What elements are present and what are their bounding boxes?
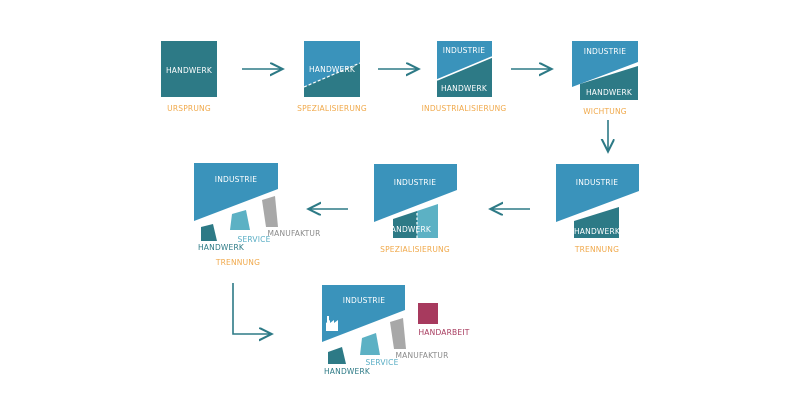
manufaktur-label: MANUFAKTUR <box>267 229 320 238</box>
stage-ursprung: HANDWERK URSPRUNG <box>161 41 217 113</box>
handwerk-label: HANDWERK <box>586 88 633 97</box>
flow-arrow-elbow <box>232 283 270 334</box>
stage-final: INDUSTRIE HANDWERK SERVICE MANUFAKTUR HA… <box>322 285 470 376</box>
handwerk-label: HANDWERK <box>385 225 432 234</box>
handwerk-label: HANDWERK <box>441 84 488 93</box>
stage-caption: URSPRUNG <box>167 104 211 113</box>
service-label: SERVICE <box>237 235 270 244</box>
handarbeit-block <box>418 303 438 324</box>
handwerk-segment <box>328 347 346 364</box>
stage-trennung-split: INDUSTRIE HANDWERK TRENNUNG <box>556 164 639 254</box>
industrie-label: INDUSTRIE <box>394 178 436 187</box>
stage-wichtung: INDUSTRIE HANDWERK WICHTUNG <box>572 41 638 116</box>
handwerk-segment <box>201 224 217 241</box>
manufaktur-segment <box>262 196 278 227</box>
stage-spezialisierung-2: INDUSTRIE HANDWERK SPEZIALISIERUNG <box>374 164 457 254</box>
service-segment <box>360 333 380 355</box>
handwerk-label: HANDWERK <box>324 367 371 376</box>
handwerk-label: HANDWERK <box>574 227 621 236</box>
industrie-segment <box>322 285 405 342</box>
stage-caption: TRENNUNG <box>215 258 260 267</box>
service-label: SERVICE <box>365 358 398 367</box>
industrie-segment <box>572 41 638 87</box>
industrie-label: INDUSTRIE <box>576 178 618 187</box>
handwerk-segment <box>574 207 619 238</box>
factory-icon <box>326 316 338 331</box>
stage-caption: SPEZIALISIERUNG <box>380 245 450 254</box>
handwerk-segment <box>580 66 638 100</box>
handwerk-part-a <box>393 211 417 238</box>
industrie-segment <box>437 41 492 80</box>
dashed-divider <box>303 62 361 88</box>
stage-trennung-three: INDUSTRIE HANDWERK SERVICE MANUFAKTUR TR… <box>194 163 320 267</box>
industrie-segment <box>194 163 278 221</box>
handwerk-label: HANDWERK <box>166 66 213 75</box>
stage-caption: TRENNUNG <box>574 245 619 254</box>
handwerk-label: HANDWERK <box>198 243 245 252</box>
stage-caption: WICHTUNG <box>583 107 627 116</box>
industrie-label: INDUSTRIE <box>343 296 385 305</box>
handwerk-label: HANDWERK <box>309 65 356 74</box>
stage-caption: SPEZIALISIERUNG <box>297 104 367 113</box>
handwerk-segment <box>437 57 492 97</box>
industrie-label: INDUSTRIE <box>215 175 257 184</box>
lower-segment <box>304 63 360 97</box>
handarbeit-label: HANDARBEIT <box>418 328 469 337</box>
handwerk-block <box>161 41 217 97</box>
stage-caption: INDUSTRIALISIERUNG <box>422 104 507 113</box>
service-segment <box>230 210 250 230</box>
industrie-label: INDUSTRIE <box>443 46 485 55</box>
stage-spezialisierung: HANDWERK SPEZIALISIERUNG <box>297 41 367 113</box>
manufaktur-segment <box>390 318 406 349</box>
divider <box>436 56 493 81</box>
upper-segment <box>304 41 360 87</box>
stage-industrialisierung: INDUSTRIE HANDWERK INDUSTRIALISIERUNG <box>422 41 507 113</box>
handwerk-part-b <box>417 204 438 238</box>
manufaktur-label: MANUFAKTUR <box>395 351 448 360</box>
industrie-segment <box>374 164 457 222</box>
industrie-segment <box>556 164 639 222</box>
industrie-label: INDUSTRIE <box>584 47 626 56</box>
